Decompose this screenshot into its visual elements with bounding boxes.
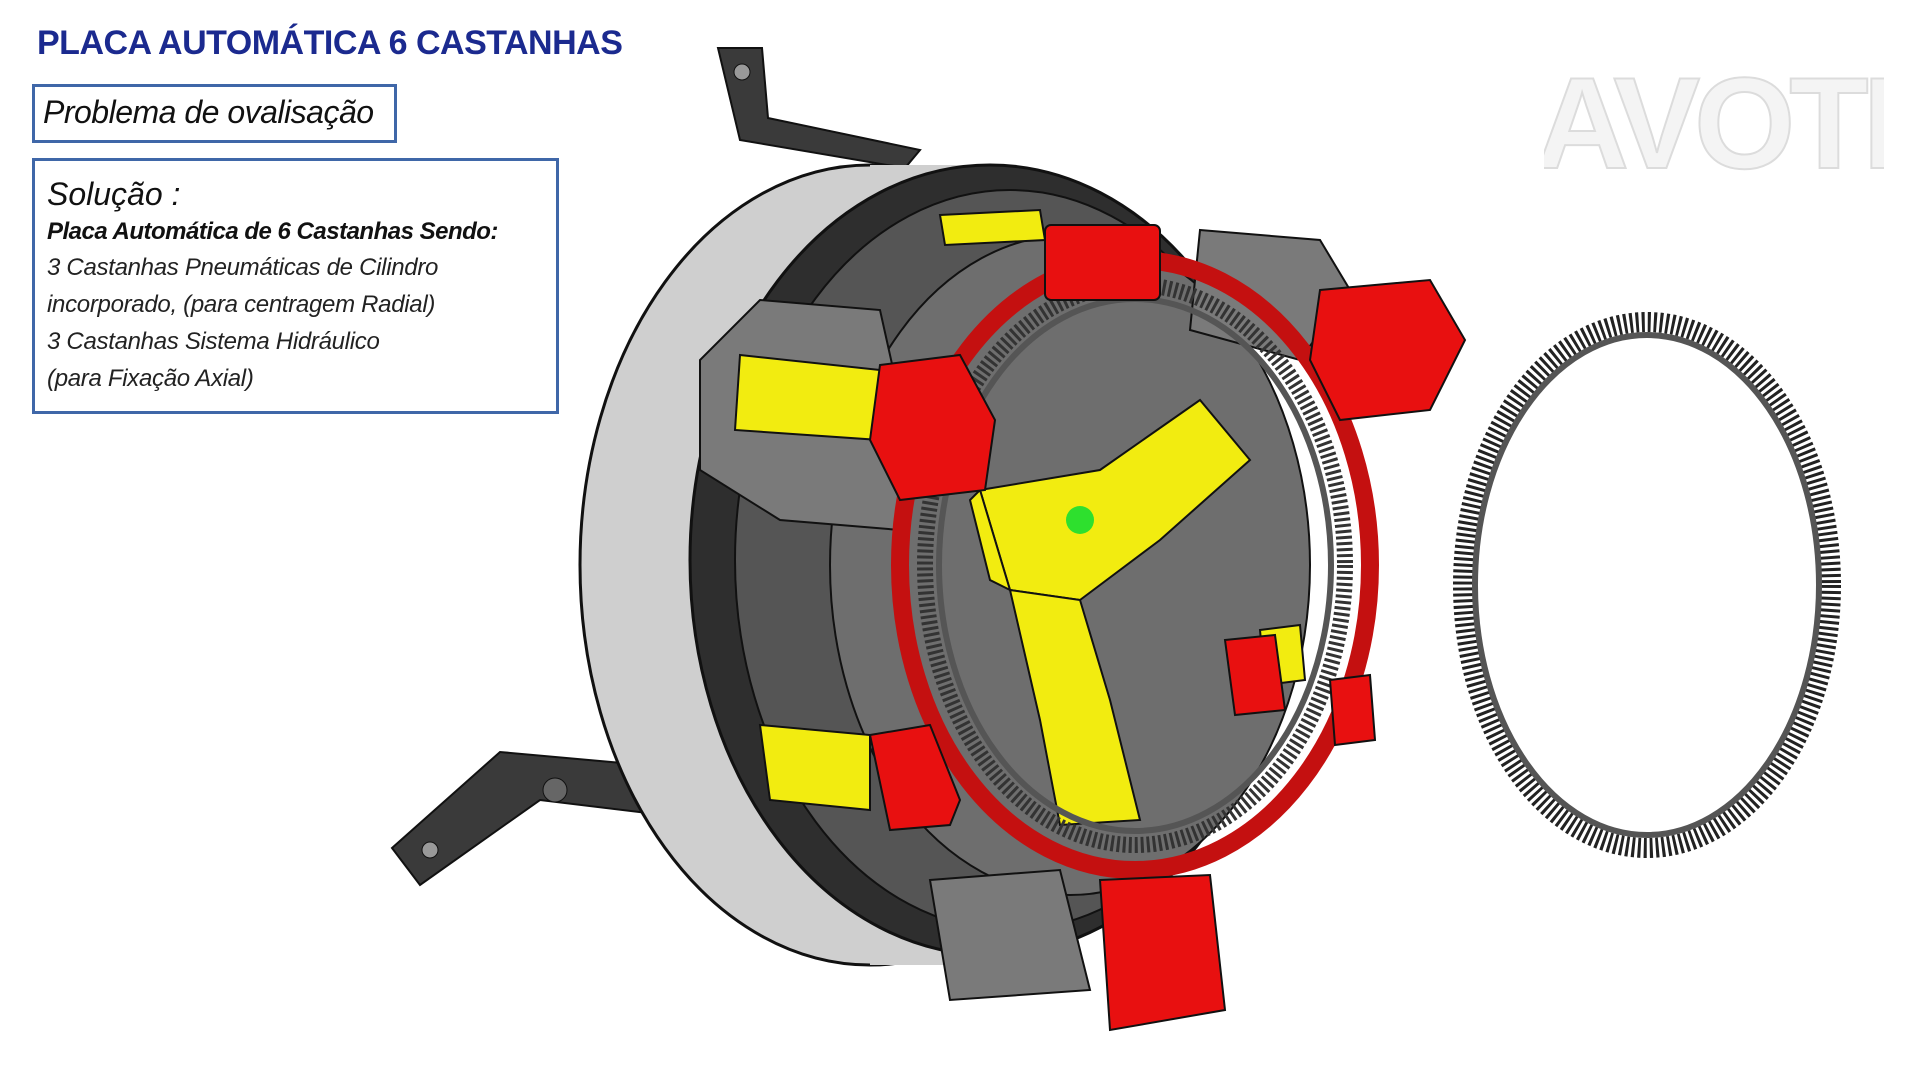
svg-text:AVOTI: AVOTI	[1544, 53, 1884, 185]
solution-line: 3 Castanhas Sistema Hidráulico	[47, 328, 380, 355]
solution-line: 3 Castanhas Pneumáticas de Cilindro	[47, 254, 439, 281]
problem-text: Problema de ovalisação	[43, 94, 374, 130]
avoti-logo: AVOTI	[1544, 53, 1884, 185]
ring-gear	[1453, 312, 1841, 858]
problem-box: Problema de ovalisação	[32, 84, 397, 143]
ring-gear-rim	[1472, 332, 1822, 838]
red-jaws	[868, 224, 1467, 1032]
solution-line: (para Fixação Axial)	[47, 365, 254, 392]
solution-line: incorporado, (para centragem Radial)	[47, 291, 436, 318]
top-bracket	[716, 47, 922, 170]
solution-subheading: Placa Automática de 6 Castanhas Sendo:	[47, 218, 498, 245]
solution-box: Solução : Placa Automática de 6 Castanha…	[32, 158, 559, 414]
solution-heading: Solução :	[47, 176, 181, 212]
page-title: PLACA AUTOMÁTICA 6 CASTANHAS	[37, 24, 623, 62]
green-center-part	[1066, 506, 1094, 534]
yellow-jaws	[733, 208, 1307, 827]
